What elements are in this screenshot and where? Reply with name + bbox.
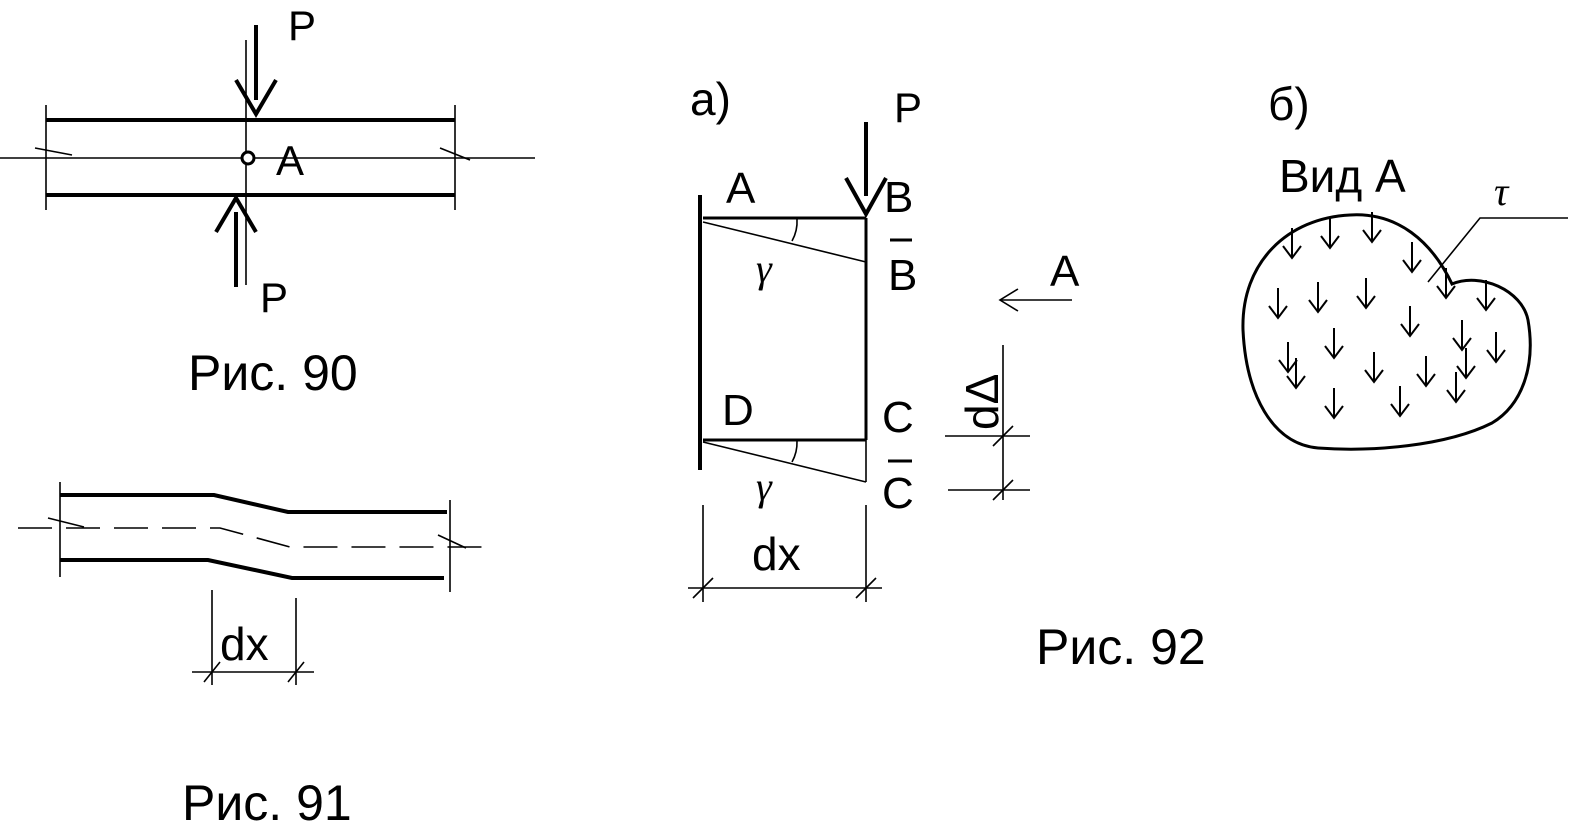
fig92a-corner-b: B bbox=[884, 173, 913, 222]
stress-arrow bbox=[1400, 306, 1420, 338]
fig92a-dim-delta-label: dΔ bbox=[956, 374, 1008, 430]
stress-arrow bbox=[1402, 242, 1422, 274]
fig90-bottom-force-arrowhead bbox=[214, 194, 258, 234]
stress-arrow bbox=[1286, 358, 1306, 390]
fig91-top-edge bbox=[60, 493, 447, 514]
fig90-break-left bbox=[34, 147, 73, 156]
fig92b-label: б) bbox=[1268, 78, 1310, 130]
stress-arrow bbox=[1390, 386, 1410, 418]
stress-arrow bbox=[1278, 342, 1298, 374]
fig91-bottom-edge bbox=[60, 558, 444, 580]
stress-arrow bbox=[1356, 278, 1376, 310]
fig92a-angle-arc-bottom bbox=[791, 440, 798, 463]
figure-92b: б) Вид А τ bbox=[1241, 78, 1568, 451]
fig92a-corner-c: C bbox=[882, 393, 914, 442]
fig92b-stress-leader bbox=[1427, 217, 1568, 283]
stress-arrow bbox=[1320, 218, 1340, 250]
fig92b-stress-label: τ bbox=[1494, 169, 1510, 214]
stress-arrow bbox=[1308, 282, 1328, 314]
fig90-caption: Рис. 90 bbox=[188, 345, 358, 401]
stress-arrow bbox=[1436, 268, 1456, 300]
fig92a-dx-tick-right bbox=[855, 577, 877, 599]
stress-arrow bbox=[1452, 320, 1472, 352]
stress-arrow bbox=[1446, 372, 1466, 404]
fig91-dim-tick-left bbox=[203, 661, 221, 683]
fig90-point-label: A bbox=[276, 137, 304, 184]
fig92b-section-outline bbox=[1241, 213, 1532, 451]
fig91-dim-label: dx bbox=[220, 618, 269, 670]
fig92a-angle-bottom-label: γ bbox=[756, 464, 773, 509]
stress-arrow bbox=[1282, 228, 1302, 260]
fig90-top-force-arrowhead bbox=[234, 78, 278, 118]
fig92a-dx-tick-left bbox=[692, 577, 714, 599]
fig92b-stress-arrows bbox=[1268, 212, 1506, 420]
stress-arrow bbox=[1268, 288, 1288, 320]
fig92a-force-arrowhead bbox=[844, 177, 888, 219]
figure-90: P P A Рис. 90 bbox=[0, 2, 535, 401]
fig92b-title: Вид А bbox=[1279, 150, 1406, 202]
fig92a-angle-top-label: γ bbox=[756, 246, 773, 291]
fig92a-dx-label: dx bbox=[752, 528, 801, 580]
stress-arrow bbox=[1486, 332, 1506, 364]
stress-arrow bbox=[1324, 328, 1344, 360]
stress-arrow bbox=[1362, 212, 1382, 244]
stress-arrow bbox=[1364, 352, 1384, 384]
fig92a-dim-tick-bottom bbox=[992, 479, 1014, 501]
fig90-force-top-label: P bbox=[288, 2, 316, 49]
fig91-break-left bbox=[47, 517, 85, 528]
figure-91: dx Рис. 91 bbox=[18, 482, 485, 830]
fig91-break-right bbox=[437, 534, 467, 549]
stress-arrow bbox=[1456, 348, 1476, 380]
fig92a-corner-d: D bbox=[722, 386, 754, 435]
stress-arrow bbox=[1476, 280, 1496, 312]
fig92a-force-label: P bbox=[894, 84, 922, 131]
fig92a-deformed-top bbox=[702, 221, 867, 263]
fig92a-angle-arc-top bbox=[791, 218, 798, 242]
fig91-axis-line bbox=[18, 527, 485, 548]
stress-arrow bbox=[1324, 388, 1344, 420]
fig92a-view-label: A bbox=[1050, 247, 1080, 296]
fig90-point-a-marker bbox=[240, 150, 256, 166]
fig92-caption: Рис. 92 bbox=[1036, 619, 1206, 675]
fig92a-view-arrow-head bbox=[998, 288, 1019, 312]
fig91-dim-tick-right bbox=[287, 661, 305, 683]
fig90-break-right bbox=[439, 147, 471, 161]
fig92a-corner-a: A bbox=[726, 164, 756, 213]
fig91-caption: Рис. 91 bbox=[182, 775, 352, 830]
figure-92a: а) P A B B D C C γ γ A bbox=[688, 73, 1080, 602]
fig92a-corner-c-bar: C bbox=[882, 469, 914, 518]
fig92a-deformed-bottom bbox=[702, 441, 867, 483]
fig90-force-bottom-label: P bbox=[260, 274, 288, 321]
fig92a-corner-b-bar: B bbox=[888, 251, 917, 300]
fig92a-dim-tick-top bbox=[992, 425, 1014, 447]
stress-arrow bbox=[1416, 356, 1436, 388]
fig92a-label: а) bbox=[690, 73, 731, 125]
